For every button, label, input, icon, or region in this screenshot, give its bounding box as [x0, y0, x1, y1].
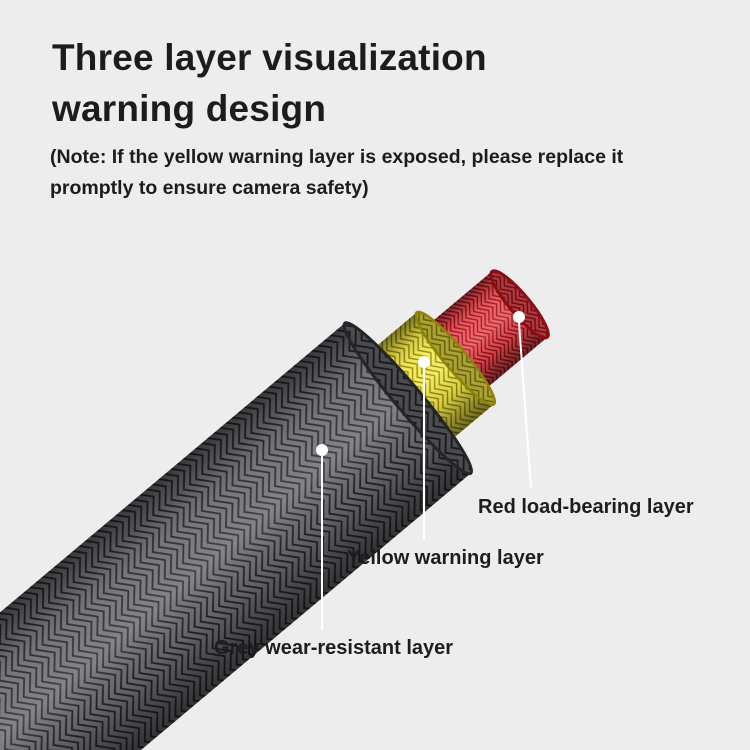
- red-layer-end-cap: [490, 270, 549, 338]
- grey-layer-end-cap: [344, 322, 472, 474]
- leader-dots: [316, 311, 525, 456]
- callout-label-yellow-layer: Yellow warning layer: [347, 547, 544, 569]
- callout-label-red-layer: Red load-bearing layer: [478, 496, 694, 518]
- leader-dot-yellow: [418, 356, 430, 368]
- page-title-line-2: warning design: [52, 88, 327, 130]
- callout-label-grey-layer: Grey wear-resistant layer: [214, 637, 454, 659]
- cable: [0, 269, 550, 750]
- grey-layer-section: [0, 321, 474, 750]
- yellow-layer-end-cap: [415, 311, 495, 405]
- warning-note: (Note: If the yellow warning layer is ex…: [50, 146, 624, 200]
- leader-lines: [321, 322, 532, 630]
- leader-dot-red: [513, 311, 525, 323]
- leader-line-red: [518, 322, 532, 489]
- page-title: Three layer visualization warning design: [52, 32, 487, 134]
- leader-dot-grey: [316, 444, 328, 456]
- page-title-line-1: Three layer visualization: [52, 37, 487, 78]
